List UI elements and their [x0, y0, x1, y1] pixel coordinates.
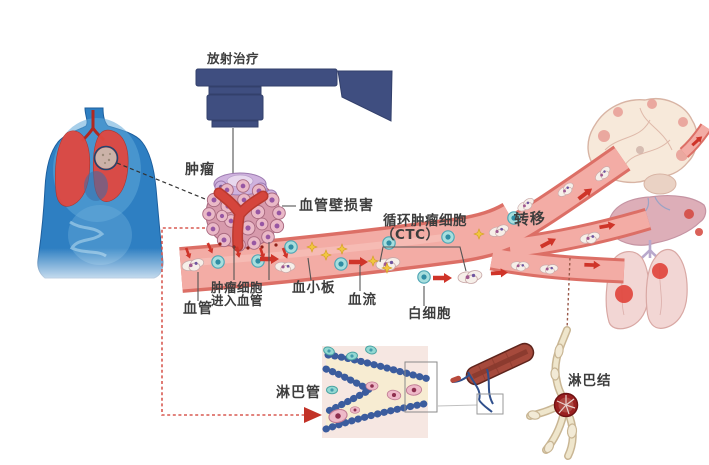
label-white-blood-cell: 白细胞 [408, 306, 452, 322]
label-metastasis: 转移 [513, 208, 547, 230]
label-blood-vessel: 血管 [183, 301, 213, 317]
label-lymph-vessel: 淋巴管 [276, 385, 321, 401]
lung-tumor-highlight-circle [93, 145, 119, 171]
label-tumor-cells-enter-2: 进入血管 [211, 293, 264, 308]
tumor-mass [202, 172, 286, 252]
body-to-tumor-dashed-line [116, 162, 206, 200]
capillary-detail [450, 342, 535, 415]
pointer-lines [197, 205, 467, 306]
radiotherapy-machine [195, 68, 393, 128]
lymph-inset-panel [322, 344, 438, 438]
lymph-node [553, 392, 579, 418]
label-ctc-line2: （CTC） [381, 227, 440, 243]
tumor-vascular-y [213, 187, 269, 252]
label-platelet: 血小板 [292, 280, 336, 296]
inset-connector-line [436, 404, 478, 407]
label-ctc-line1: 循环肿瘤细胞 [383, 213, 467, 229]
lungs-organ [605, 240, 688, 330]
label-tumor: 肿瘤 [185, 162, 215, 178]
inset-zoom-rect [404, 361, 438, 413]
lymph-ducts [526, 326, 578, 460]
red-dashed-route [161, 227, 304, 416]
route-arrowhead [304, 407, 322, 423]
human-body-figure [28, 107, 178, 290]
vessel-to-lymph-dashed [566, 257, 571, 331]
label-blood-flow: 血流 [348, 292, 377, 308]
label-vessel-wall-damage: 血管壁损害 [299, 198, 374, 214]
label-lymph-node: 淋巴结 [568, 373, 612, 389]
label-tumor-cells-enter-1: 肿瘤细胞 [211, 280, 264, 295]
label-radiotherapy: 放射治疗 [207, 51, 260, 66]
capillary-zoom-rect [476, 393, 504, 415]
